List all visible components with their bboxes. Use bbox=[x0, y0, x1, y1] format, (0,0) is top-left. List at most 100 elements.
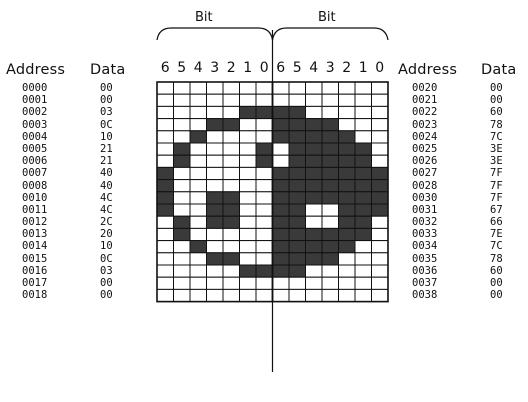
grid-cell-on bbox=[306, 167, 323, 179]
grid-cell-off bbox=[223, 106, 240, 118]
grid-cell-off bbox=[190, 265, 207, 277]
grid-cell-off bbox=[223, 94, 240, 106]
grid-cell-on bbox=[322, 119, 339, 131]
grid-cell-off bbox=[240, 289, 257, 301]
grid-cell-on bbox=[339, 180, 356, 192]
grid-cell-on bbox=[322, 241, 339, 253]
grid-cell-off bbox=[339, 253, 356, 265]
grid-cell-off bbox=[240, 192, 257, 204]
grid-cell-off bbox=[256, 180, 273, 192]
grid-cell-off bbox=[339, 289, 356, 301]
grid-cell-off bbox=[256, 228, 273, 240]
grid-cell-off bbox=[207, 241, 224, 253]
grid-cell-off bbox=[322, 277, 339, 289]
grid-cell-on bbox=[157, 167, 174, 179]
grid-cell-on bbox=[223, 253, 240, 265]
grid-cell-off bbox=[256, 253, 273, 265]
grid-cell-on bbox=[223, 119, 240, 131]
grid-cell-on bbox=[190, 131, 207, 143]
grid-cell-off bbox=[174, 180, 191, 192]
grid-cell-off bbox=[256, 277, 273, 289]
grid-cell-on bbox=[339, 228, 356, 240]
grid-cell-off bbox=[306, 216, 323, 228]
grid-cell-off bbox=[372, 253, 389, 265]
grid-cell-on bbox=[339, 155, 356, 167]
grid-cell-off bbox=[372, 82, 389, 94]
grid-cell-on bbox=[355, 180, 372, 192]
grid-cell-on bbox=[289, 216, 306, 228]
grid-cell-off bbox=[256, 167, 273, 179]
grid-cell-off bbox=[273, 289, 290, 301]
grid-cell-off bbox=[190, 94, 207, 106]
grid-cell-on bbox=[322, 155, 339, 167]
grid-cell-off bbox=[372, 265, 389, 277]
grid-cell-off bbox=[157, 82, 174, 94]
grid-cell-off bbox=[207, 143, 224, 155]
grid-cell-on bbox=[273, 106, 290, 118]
grid-cell-on bbox=[289, 143, 306, 155]
grid-cell-off bbox=[289, 277, 306, 289]
grid-cell-off bbox=[256, 289, 273, 301]
grid-cell-on bbox=[306, 119, 323, 131]
grid-cell-off bbox=[190, 119, 207, 131]
grid-cell-off bbox=[355, 131, 372, 143]
grid-cell-on bbox=[273, 265, 290, 277]
grid-cell-off bbox=[240, 204, 257, 216]
grid-cell-off bbox=[223, 265, 240, 277]
grid-cell-off bbox=[157, 228, 174, 240]
grid-cell-off bbox=[190, 253, 207, 265]
grid-cell-on bbox=[339, 204, 356, 216]
grid-cell-off bbox=[355, 289, 372, 301]
grid-cell-on bbox=[289, 119, 306, 131]
grid-cell-off bbox=[306, 82, 323, 94]
grid-cell-off bbox=[190, 216, 207, 228]
grid-cell-off bbox=[190, 167, 207, 179]
grid-cell-off bbox=[372, 241, 389, 253]
grid-cell-on bbox=[339, 241, 356, 253]
grid-cell-off bbox=[355, 106, 372, 118]
grid-cell-on bbox=[289, 192, 306, 204]
grid-cell-off bbox=[207, 180, 224, 192]
grid-cell-off bbox=[240, 180, 257, 192]
grid-cell-off bbox=[174, 289, 191, 301]
grid-cell-off bbox=[306, 94, 323, 106]
grid-cell-on bbox=[289, 241, 306, 253]
grid-cell-on bbox=[174, 216, 191, 228]
grid-cell-off bbox=[223, 228, 240, 240]
grid-cell-on bbox=[207, 216, 224, 228]
grid-cell-off bbox=[256, 241, 273, 253]
grid-cell-on bbox=[157, 204, 174, 216]
grid-cell-off bbox=[174, 131, 191, 143]
grid-cell-on bbox=[273, 216, 290, 228]
grid-cell-off bbox=[190, 82, 207, 94]
grid-cell-on bbox=[306, 253, 323, 265]
grid-cell-off bbox=[306, 277, 323, 289]
grid-cell-off bbox=[174, 192, 191, 204]
grid-cell-off bbox=[190, 228, 207, 240]
grid-cell-on bbox=[289, 228, 306, 240]
grid-cell-off bbox=[207, 228, 224, 240]
grid-cell-on bbox=[322, 143, 339, 155]
grid-cell-on bbox=[207, 253, 224, 265]
grid-cell-on bbox=[355, 143, 372, 155]
grid-cell-off bbox=[190, 106, 207, 118]
grid-cell-on bbox=[355, 192, 372, 204]
grid-cell-off bbox=[355, 119, 372, 131]
grid-cell-on bbox=[355, 155, 372, 167]
grid-cell-off bbox=[223, 82, 240, 94]
grid-cell-off bbox=[306, 106, 323, 118]
grid-cell-on bbox=[339, 131, 356, 143]
grid-cell-off bbox=[372, 289, 389, 301]
grid-cell-on bbox=[174, 155, 191, 167]
grid-cell-on bbox=[289, 265, 306, 277]
grid-cell-off bbox=[355, 94, 372, 106]
grid-cell-off bbox=[240, 241, 257, 253]
grid-cell-off bbox=[339, 106, 356, 118]
grid-cell-off bbox=[157, 216, 174, 228]
grid-cell-on bbox=[273, 192, 290, 204]
grid-cell-off bbox=[322, 106, 339, 118]
grid-cell-on bbox=[306, 192, 323, 204]
grid-cell-on bbox=[289, 167, 306, 179]
grid-cell-on bbox=[240, 106, 257, 118]
grid-cell-off bbox=[372, 216, 389, 228]
